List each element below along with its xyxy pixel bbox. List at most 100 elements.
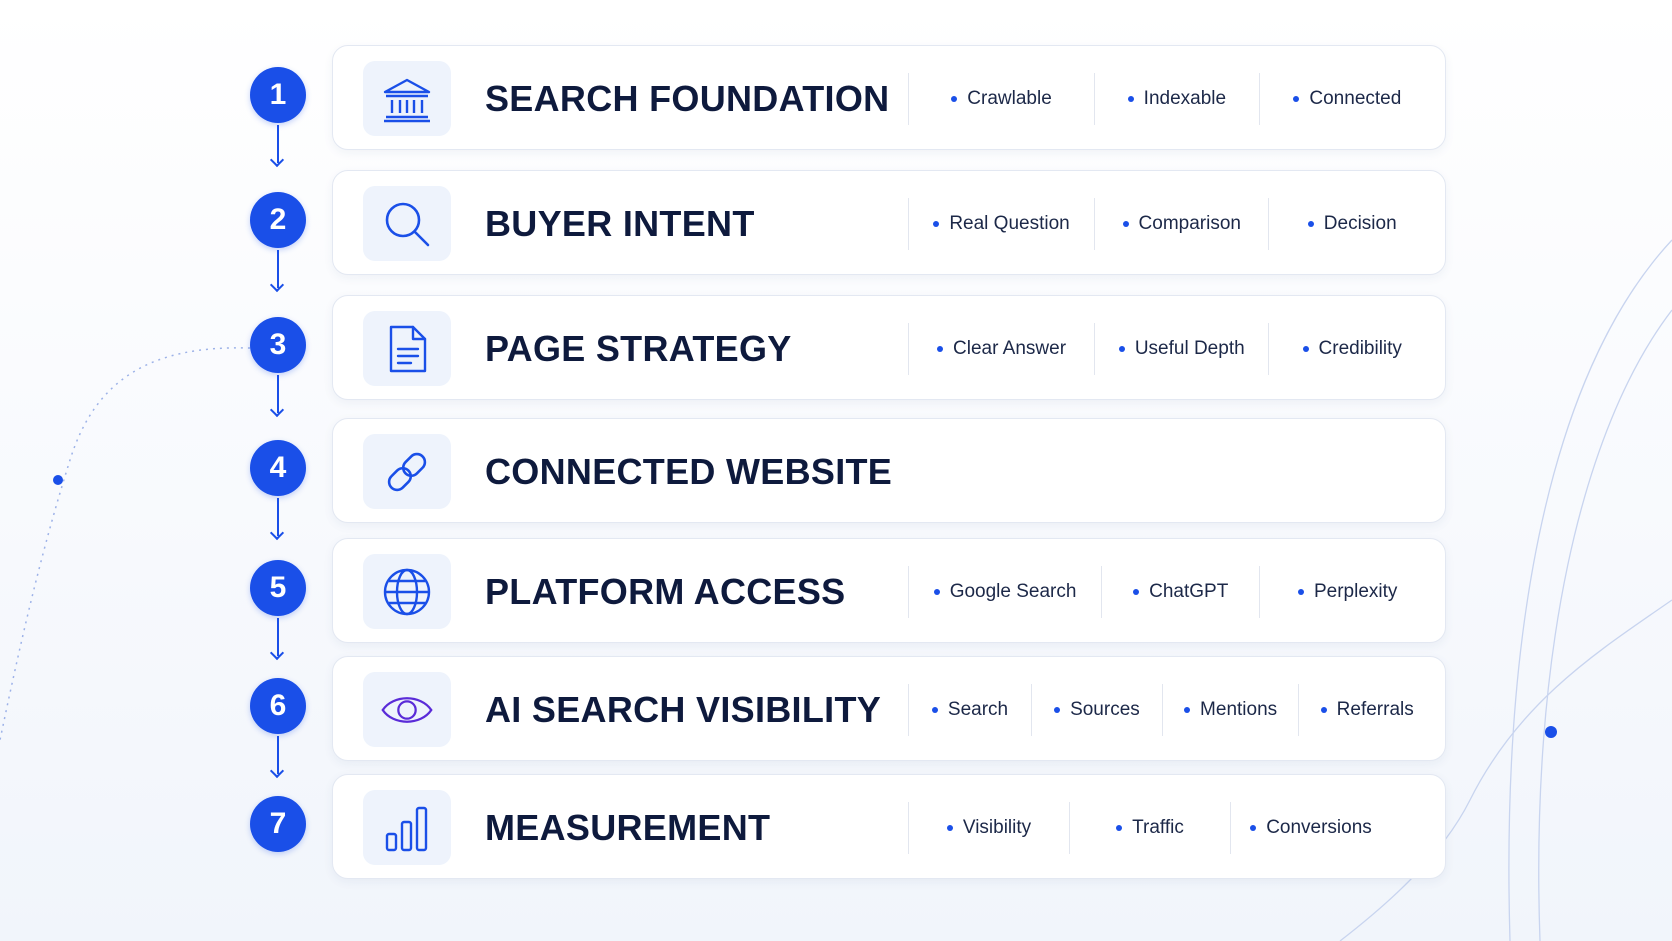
tag-item: Indexable — [1094, 73, 1259, 125]
tag-label: Google Search — [949, 581, 1077, 602]
tag-item: ChatGPT — [1101, 566, 1259, 618]
tag-label: ChatGPT — [1149, 581, 1229, 602]
step-row: 7 MEASUREMENT Visibility Traffic Conversions — [250, 774, 1450, 879]
tag-item: Sources — [1031, 684, 1162, 736]
step-title: BUYER INTENT — [485, 203, 755, 244]
step-number-badge: 1 — [250, 67, 306, 123]
step-title: PLATFORM ACCESS — [485, 571, 846, 612]
step-tags: Google Search ChatGPT Perplexity — [908, 566, 1435, 618]
tag-item: Traffic — [1069, 802, 1230, 854]
document-icon — [363, 311, 451, 386]
step-tags: Visibility Traffic Conversions — [908, 802, 1435, 854]
step-title: PAGE STRATEGY — [485, 328, 792, 369]
globe-icon — [363, 554, 451, 629]
tag-item: Search — [908, 684, 1031, 736]
bullet-dot-icon — [1054, 707, 1061, 713]
step-number-badge: 7 — [250, 796, 306, 852]
bullet-dot-icon — [931, 707, 938, 713]
down-arrow-icon — [277, 250, 279, 288]
bullet-dot-icon — [1320, 707, 1327, 713]
step-number-badge: 6 — [250, 678, 306, 734]
tag-item: Connected — [1258, 73, 1435, 125]
step-number-badge: 5 — [250, 560, 306, 616]
tag-item: Perplexity — [1259, 566, 1435, 618]
bullet-dot-icon — [1297, 589, 1304, 595]
tag-label: Comparison — [1138, 213, 1241, 234]
step-tags: Crawlable Indexable Connected — [908, 73, 1435, 125]
step-row: 5 PLATFORM ACCESS Google Search ChatGPT Perp… — [250, 538, 1450, 656]
bullet-dot-icon — [933, 221, 940, 227]
down-arrow-icon — [277, 125, 279, 163]
bullet-dot-icon — [1307, 221, 1314, 227]
bank-icon — [363, 61, 451, 136]
tag-item: Visibility — [908, 802, 1069, 854]
tag-label: Mentions — [1200, 699, 1278, 720]
down-arrow-icon — [277, 498, 279, 536]
step-number-badge: 2 — [250, 192, 306, 248]
step-row: 1 SEARCH FOUNDATION Crawlable Indexable Conn… — [250, 45, 1450, 163]
tag-item: Useful Depth — [1094, 323, 1268, 375]
tag-item: Clear Answer — [908, 323, 1094, 375]
bullet-dot-icon — [1250, 825, 1257, 831]
tag-label: Crawlable — [967, 88, 1052, 109]
tag-label: Real Question — [949, 213, 1070, 234]
step-title: AI SEARCH VISIBILITY — [485, 689, 882, 730]
bullet-dot-icon — [937, 346, 944, 352]
step-card: CONNECTED WEBSITE — [332, 418, 1446, 523]
step-title: SEARCH FOUNDATION — [485, 78, 890, 119]
bar-chart-icon — [363, 790, 451, 865]
tag-label: Visibility — [962, 817, 1032, 838]
tag-item: Referrals — [1298, 684, 1435, 736]
bullet-dot-icon — [1302, 346, 1309, 352]
bullet-dot-icon — [933, 589, 940, 595]
bullet-dot-icon — [1184, 707, 1191, 713]
link-icon — [363, 434, 451, 509]
tag-item: Google Search — [908, 566, 1101, 618]
down-arrow-icon — [277, 375, 279, 413]
step-card: SEARCH FOUNDATION Crawlable Indexable Conne… — [332, 45, 1446, 150]
tag-label: Useful Depth — [1134, 338, 1245, 359]
tag-label: Clear Answer — [953, 338, 1067, 359]
step-tags: Real Question Comparison Decision — [908, 198, 1435, 250]
tag-label: Sources — [1070, 699, 1140, 720]
step-title: MEASUREMENT — [485, 807, 771, 848]
step-card: MEASUREMENT Visibility Traffic Conversions — [332, 774, 1446, 879]
step-number-badge: 3 — [250, 317, 306, 373]
tag-item: Mentions — [1161, 684, 1299, 736]
bullet-dot-icon — [1133, 589, 1140, 595]
bullet-dot-icon — [1116, 825, 1123, 831]
tag-label: Credibility — [1318, 338, 1402, 359]
bullet-dot-icon — [1122, 221, 1129, 227]
tag-label: Traffic — [1132, 817, 1184, 838]
bullet-dot-icon — [951, 96, 958, 102]
step-tags: Clear Answer Useful Depth Credibility — [908, 323, 1435, 375]
tag-label: Perplexity — [1313, 581, 1398, 602]
step-tags: Search Sources Mentions Referrals — [908, 684, 1435, 736]
tag-label: Connected — [1309, 88, 1402, 109]
down-arrow-icon — [277, 618, 279, 656]
search-icon — [363, 186, 451, 261]
step-row: 2 BUYER INTENT Real Question Comparison Deci… — [250, 170, 1450, 288]
bullet-dot-icon — [1293, 96, 1300, 102]
step-row: 6 AI SEARCH VISIBILITY Search Sources Mentio… — [250, 656, 1450, 774]
step-card: PLATFORM ACCESS Google Search ChatGPT Perpl… — [332, 538, 1446, 643]
tag-label: Search — [947, 699, 1009, 720]
bullet-dot-icon — [1127, 96, 1134, 102]
tag-item: Real Question — [908, 198, 1094, 250]
tag-item: Credibility — [1268, 323, 1435, 375]
step-card: AI SEARCH VISIBILITY Search Sources Mention… — [332, 656, 1446, 761]
step-number-badge: 4 — [250, 440, 306, 496]
bullet-dot-icon — [946, 825, 953, 831]
tag-label: Decision — [1323, 213, 1397, 234]
step-row: 4 CONNECTED WEBSITE — [250, 418, 1450, 536]
tag-item: Decision — [1268, 198, 1435, 250]
tag-item: Comparison — [1094, 198, 1268, 250]
eye-icon — [363, 672, 451, 747]
step-title: CONNECTED WEBSITE — [485, 451, 893, 492]
tag-label: Conversions — [1266, 817, 1372, 838]
tag-label: Referrals — [1336, 699, 1414, 720]
down-arrow-icon — [277, 736, 279, 774]
tag-label: Indexable — [1143, 88, 1227, 109]
bullet-dot-icon — [1118, 346, 1125, 352]
tag-item: Crawlable — [908, 73, 1094, 125]
